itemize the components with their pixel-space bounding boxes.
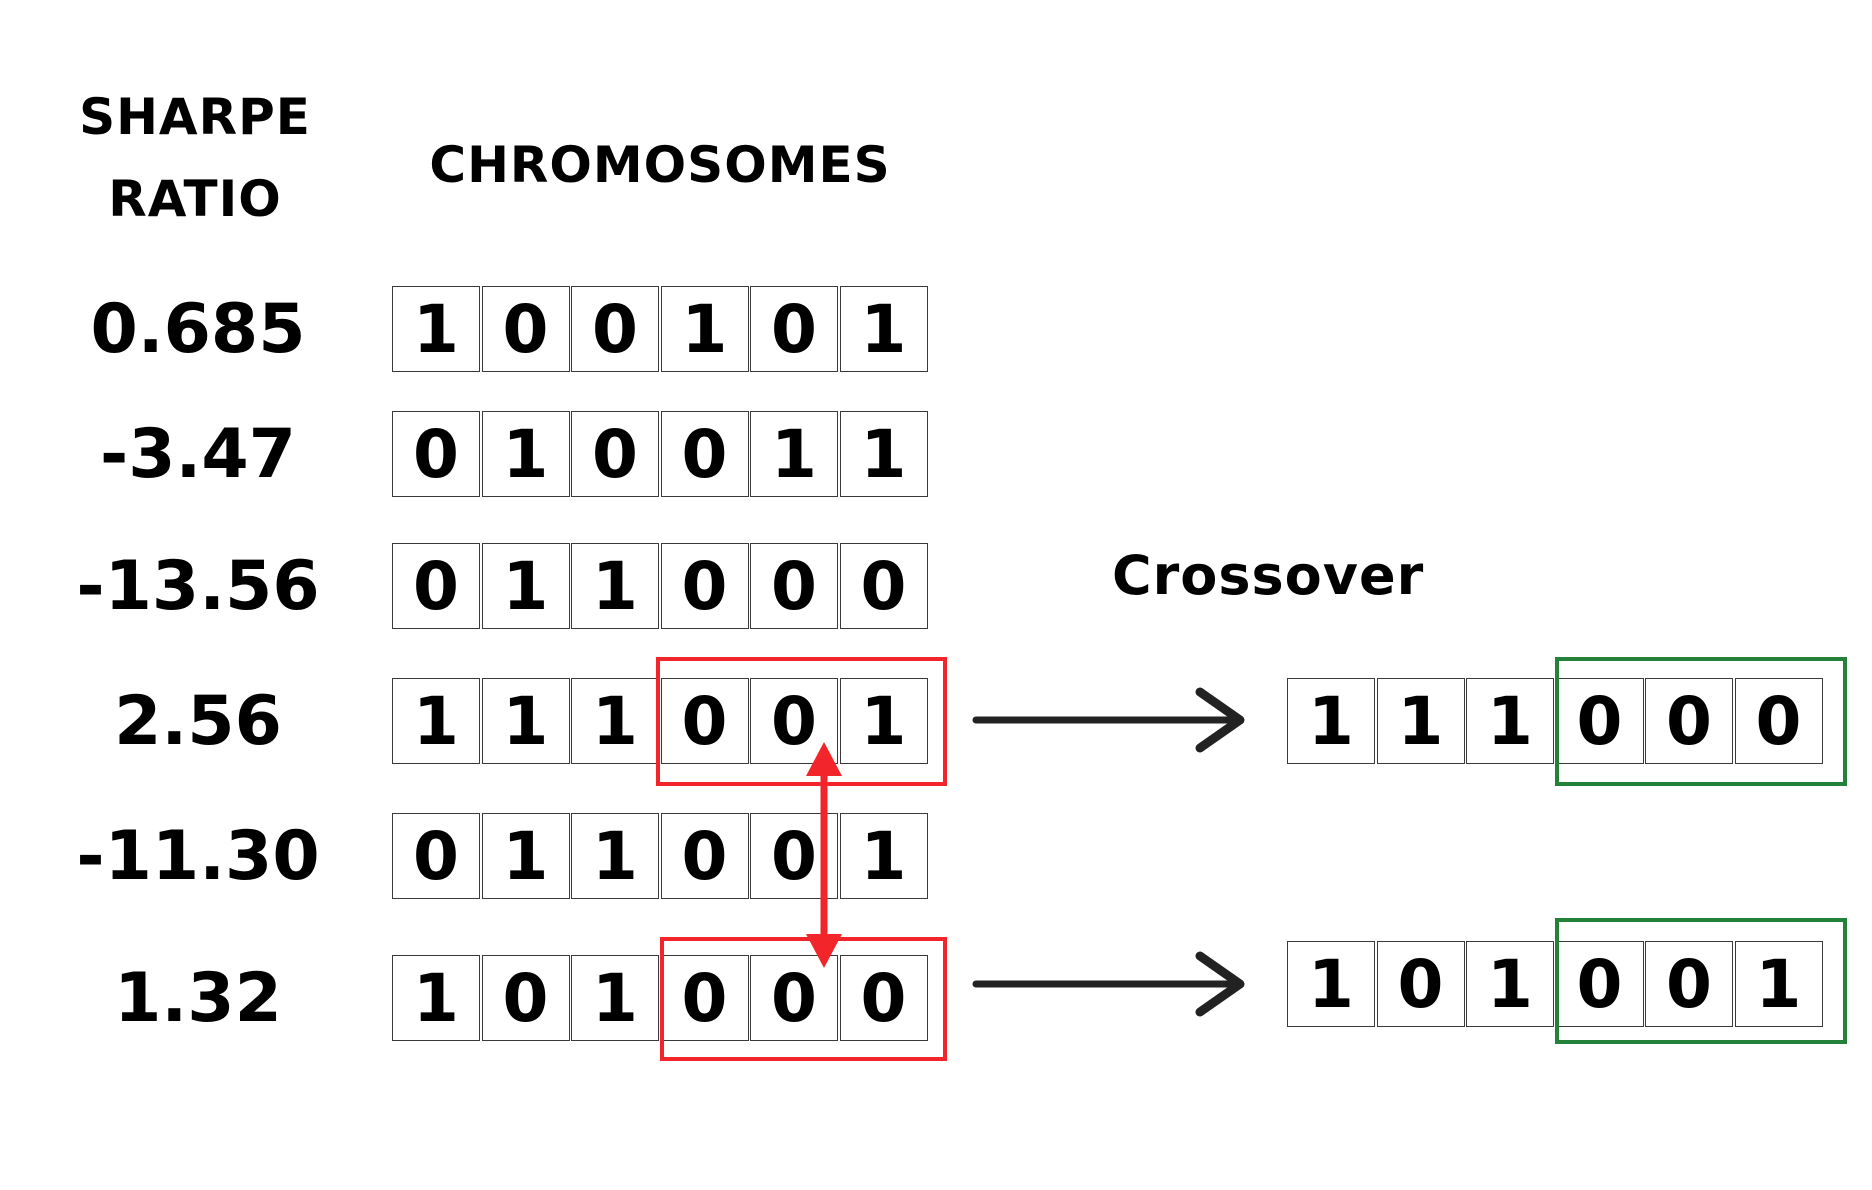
gene-cell: 0 <box>571 411 659 497</box>
gene-cell: 1 <box>839 286 928 372</box>
sharpe-header-line2: RATIO <box>108 170 282 228</box>
gene-cell: 1 <box>392 678 480 764</box>
sharpe-ratio-header: SHARPE RATIO <box>40 76 350 240</box>
gene-cell: 0 <box>392 543 480 629</box>
gene-cell: 1 <box>1734 941 1823 1027</box>
gene-cell: 0 <box>839 543 928 629</box>
sharpe-score: -13.56 <box>76 547 320 626</box>
crossover-label: Crossover <box>1112 544 1425 607</box>
gene-cell: 0 <box>1376 941 1465 1027</box>
gene-cell: 0 <box>1555 678 1644 764</box>
chromosome-row: 0 1 0 0 1 1 <box>392 411 929 497</box>
gene-cell: 1 <box>839 678 928 764</box>
sharpe-score: 1.32 <box>114 959 282 1038</box>
gene-cell: 0 <box>750 543 838 629</box>
gene-cell: 0 <box>392 813 480 899</box>
gene-cell: 1 <box>660 286 749 372</box>
gene-cell: 0 <box>660 955 749 1041</box>
chromosome-row: 0 1 1 0 0 1 <box>392 813 929 899</box>
gene-cell: 0 <box>1555 941 1644 1027</box>
gene-cell: 0 <box>660 411 749 497</box>
gene-cell: 1 <box>1287 678 1375 764</box>
swap-arrow <box>806 742 842 968</box>
right-arrow-icon <box>972 687 1245 753</box>
gene-cell: 0 <box>660 678 749 764</box>
gene-cell: 1 <box>481 813 570 899</box>
gene-cell: 1 <box>392 955 480 1041</box>
chromosomes-header: CHROMOSOMES <box>429 136 891 194</box>
gene-cell: 0 <box>1645 941 1733 1027</box>
sharpe-header-line1: SHARPE <box>79 88 311 146</box>
parent-b-crossover-segment <box>660 937 947 1061</box>
gene-cell: 0 <box>481 286 570 372</box>
offspring-a-swapped-segment <box>1555 657 1847 786</box>
gene-cell: 1 <box>750 411 838 497</box>
offspring-b-swapped-segment <box>1555 918 1847 1044</box>
gene-cell: 0 <box>1645 678 1733 764</box>
gene-cell: 1 <box>481 543 570 629</box>
gene-cell: 1 <box>571 678 659 764</box>
chromosome-row: 1 1 1 0 0 1 <box>392 678 929 764</box>
gene-cell: 1 <box>571 543 659 629</box>
gene-cell: 1 <box>571 813 659 899</box>
gene-cell: 1 <box>1466 678 1554 764</box>
sharpe-score: 2.56 <box>114 682 282 761</box>
gene-cell: 0 <box>750 955 838 1041</box>
chromosome-row: 0 1 1 0 0 0 <box>392 543 929 629</box>
gene-cell: 1 <box>839 813 928 899</box>
gene-cell: 0 <box>839 955 928 1041</box>
offspring-chromosome-row: 1 1 1 0 0 0 <box>1287 678 1824 764</box>
sharpe-score: -3.47 <box>100 415 296 494</box>
gene-cell: 1 <box>571 955 659 1041</box>
offspring-chromosome-row: 1 0 1 0 0 1 <box>1287 941 1824 1027</box>
gene-cell: 0 <box>660 543 749 629</box>
chromosome-row: 1 0 0 1 0 1 <box>392 286 929 372</box>
gene-cell: 0 <box>392 411 480 497</box>
right-arrow-icon <box>972 951 1245 1017</box>
gene-cell: 1 <box>839 411 928 497</box>
gene-cell: 1 <box>1287 941 1375 1027</box>
gene-cell: 0 <box>1734 678 1823 764</box>
gene-cell: 0 <box>571 286 659 372</box>
gene-cell: 1 <box>392 286 480 372</box>
sharpe-score: -11.30 <box>76 817 320 896</box>
gene-cell: 0 <box>660 813 749 899</box>
gene-cell: 1 <box>1376 678 1465 764</box>
gene-cell: 0 <box>750 286 838 372</box>
gene-cell: 1 <box>1466 941 1554 1027</box>
chromosome-row: 1 0 1 0 0 0 <box>392 955 929 1041</box>
gene-cell: 1 <box>481 411 570 497</box>
gene-cell: 1 <box>481 678 570 764</box>
sharpe-score: 0.685 <box>90 290 306 369</box>
gene-cell: 0 <box>481 955 570 1041</box>
gene-cell: 0 <box>750 678 838 764</box>
parent-a-crossover-segment <box>656 657 947 786</box>
